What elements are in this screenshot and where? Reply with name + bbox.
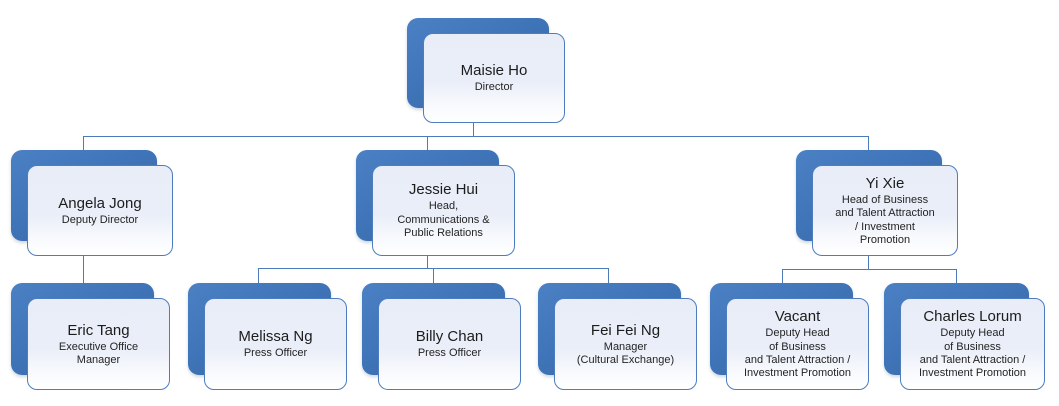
org-node-angela: Angela Jong Deputy Director — [11, 150, 173, 256]
node-card: Billy Chan Press Officer — [378, 298, 521, 390]
node-name: Maisie Ho — [460, 62, 528, 80]
connector-feifei-drop — [608, 268, 610, 284]
node-name: Angela Jong — [58, 194, 142, 212]
connector-billy-drop — [433, 268, 435, 284]
connector-yixie-drop — [868, 136, 870, 152]
node-card: Jessie Hui Head, Communications & Public… — [372, 165, 515, 256]
connector-jessie-drop — [427, 136, 429, 152]
org-node-eric: Eric Tang Executive Office Manager — [11, 283, 170, 390]
node-title: Deputy Director — [61, 213, 139, 226]
node-card: Angela Jong Deputy Director — [27, 165, 173, 256]
node-name: Charles Lorum — [923, 308, 1022, 326]
connector-angela-drop — [83, 136, 85, 152]
node-title: Head of Business and Talent Attraction /… — [835, 193, 935, 246]
node-card: Charles Lorum Deputy Head of Business an… — [900, 298, 1045, 390]
org-node-feifei: Fei Fei Ng Manager (Cultural Exchange) — [538, 283, 697, 390]
node-card: Vacant Deputy Head of Business and Talen… — [726, 298, 869, 390]
node-name: Billy Chan — [415, 328, 484, 346]
node-name: Jessie Hui — [408, 181, 479, 199]
node-card: Melissa Ng Press Officer — [204, 298, 347, 390]
node-card: Fei Fei Ng Manager (Cultural Exchange) — [554, 298, 697, 390]
node-card: Eric Tang Executive Office Manager — [27, 298, 170, 390]
node-card: Maisie Ho Director — [423, 33, 565, 123]
node-name: Yi Xie — [865, 174, 905, 192]
connector-director-down — [473, 123, 475, 137]
node-title: Head, Communications & Public Relations — [397, 200, 490, 240]
node-title: Manager (Cultural Exchange) — [576, 340, 675, 366]
node-title: Press Officer — [417, 347, 482, 360]
connector-angela-eric — [83, 255, 85, 284]
node-name: Eric Tang — [67, 321, 130, 339]
connector-yixie-trunk — [782, 269, 957, 271]
node-title: Deputy Head of Business and Talent Attra… — [919, 327, 1026, 380]
connector-melissa-drop — [258, 268, 260, 284]
node-name: Fei Fei Ng — [590, 321, 661, 339]
org-node-maisie: Maisie Ho Director — [407, 18, 565, 123]
connector-level2-trunk — [83, 136, 869, 138]
node-title: Press Officer — [243, 347, 308, 360]
connector-yixie-down — [868, 255, 870, 270]
org-node-billy: Billy Chan Press Officer — [362, 283, 521, 390]
org-node-charles: Charles Lorum Deputy Head of Business an… — [884, 283, 1045, 390]
node-title: Executive Office Manager — [58, 340, 139, 366]
node-title: Director — [474, 81, 514, 94]
node-title: Deputy Head of Business and Talent Attra… — [744, 327, 851, 380]
org-node-jessie: Jessie Hui Head, Communications & Public… — [356, 150, 515, 256]
node-name: Vacant — [774, 308, 821, 326]
node-card: Yi Xie Head of Business and Talent Attra… — [812, 165, 958, 256]
org-node-vacant: Vacant Deputy Head of Business and Talen… — [710, 283, 869, 390]
connector-charles-drop — [956, 269, 958, 284]
node-name: Melissa Ng — [238, 328, 313, 346]
org-node-melissa: Melissa Ng Press Officer — [188, 283, 347, 390]
connector-jessie-down — [427, 255, 429, 269]
org-node-yixie: Yi Xie Head of Business and Talent Attra… — [796, 150, 958, 256]
connector-vacant-drop — [782, 269, 784, 284]
